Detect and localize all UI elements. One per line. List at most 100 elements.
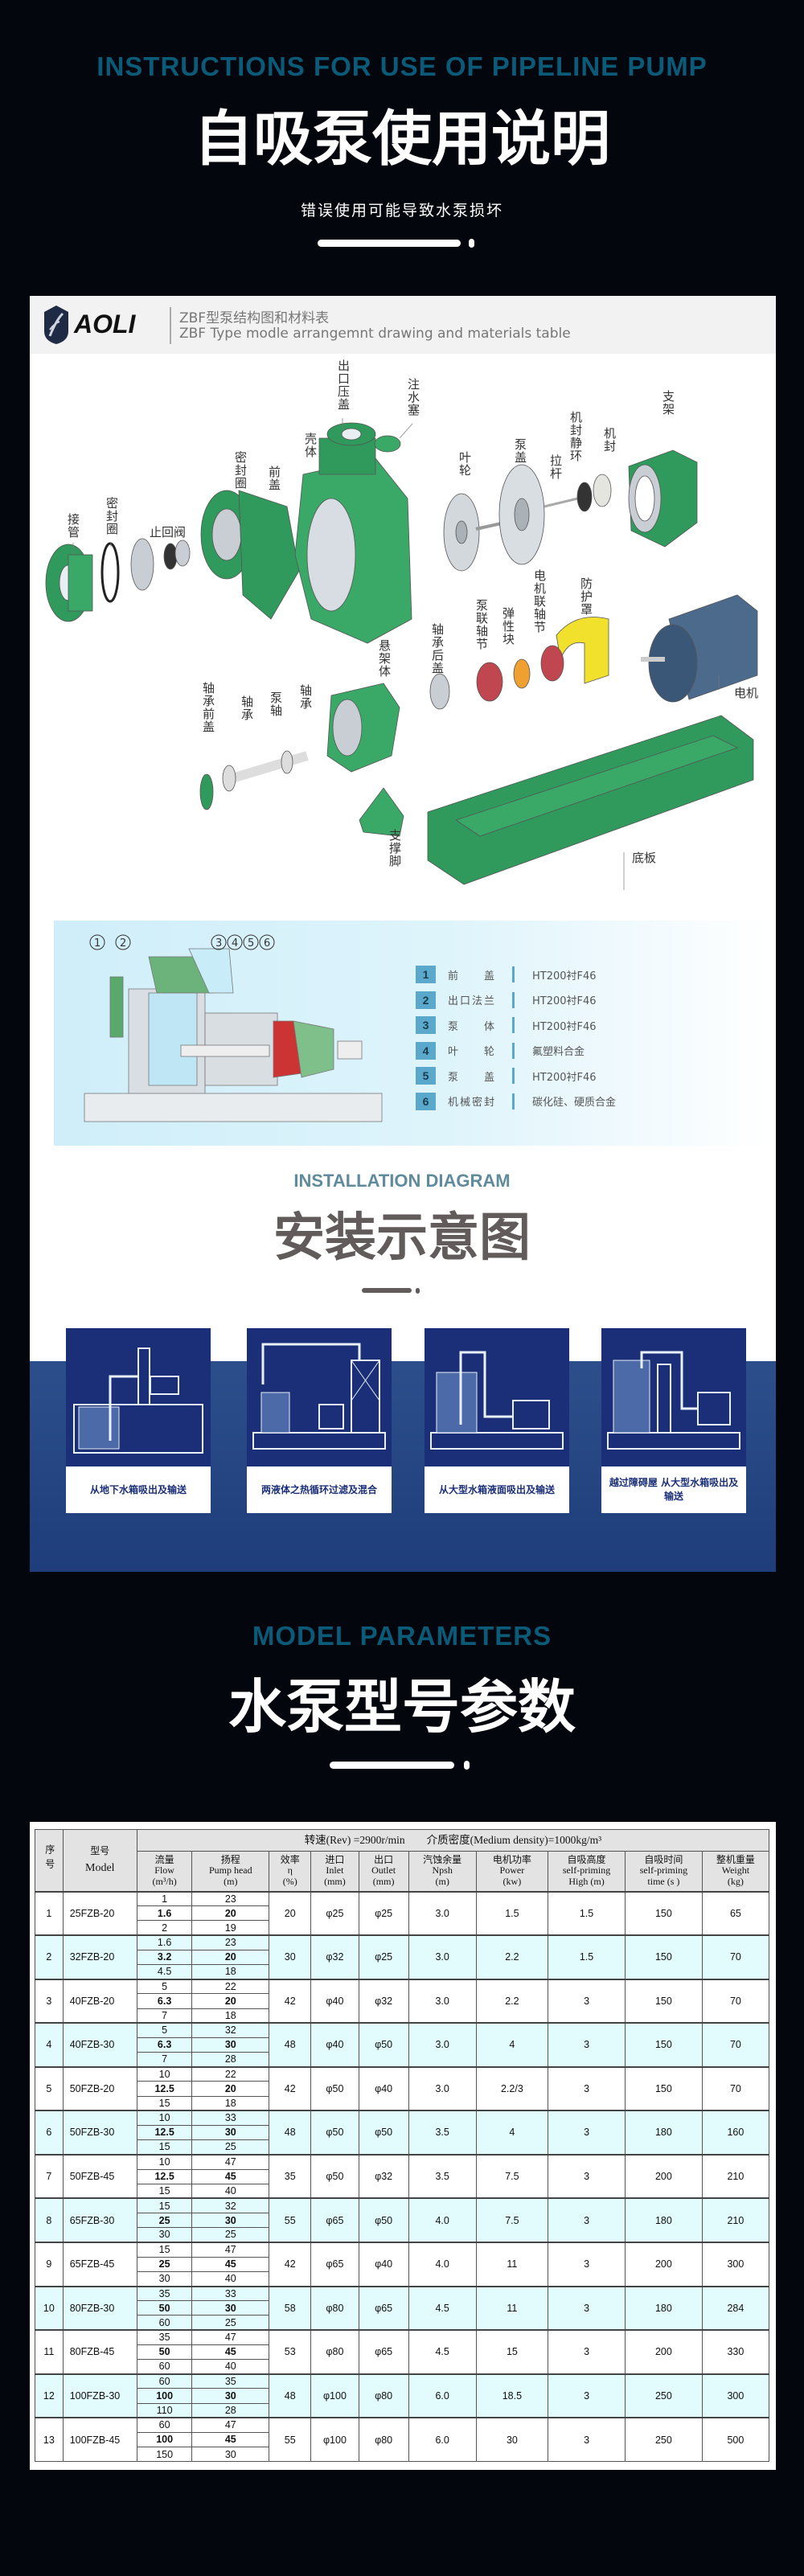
cell-flow: 2 <box>136 1920 193 1936</box>
header-title-en: INSTRUCTIONS FOR USE OF PIPELINE PUMP <box>96 51 708 81</box>
column-header-unit: time (s ) <box>647 1876 680 1888</box>
label-bearing-1: 轴承 <box>240 695 254 721</box>
cell-inlet: φ40 <box>310 1979 359 2024</box>
column-header-cn: 电机功率 <box>492 1853 531 1865</box>
cell-flow: 3.2 <box>136 1949 193 1965</box>
cell-head: 22 <box>191 1979 270 1995</box>
header-conditions: 转速(Rev) =2900r/min 介质密度(Medium density)=… <box>136 1829 770 1852</box>
cell-time: 200 <box>624 2154 703 2199</box>
cell-head: 23 <box>191 1934 270 1950</box>
column-header-cn: 出口 <box>374 1853 394 1865</box>
label-frame-body: 悬架体 <box>377 639 392 678</box>
cell-flow: 60 <box>136 2315 193 2331</box>
cell-inlet: φ40 <box>310 2022 359 2068</box>
part-number-badge: 4 <box>416 1041 436 1060</box>
part-material: HT200衬F46 <box>532 970 597 982</box>
header-divider-dot <box>469 239 474 248</box>
part-name: 出口法兰 <box>448 995 497 1007</box>
cell-eff: 55 <box>269 2417 312 2463</box>
cell-outlet: φ25 <box>358 1934 409 1980</box>
part-number-badge: 5 <box>416 1067 436 1085</box>
cell-head: 33 <box>191 2110 270 2127</box>
cell-head: 32 <box>191 2022 270 2038</box>
cell-flow: 150 <box>136 2447 193 2463</box>
cell-high: 3 <box>548 2197 626 2243</box>
cell-no: 5 <box>35 2066 64 2111</box>
cell-weight: 65 <box>701 1891 770 1936</box>
installation-caption: 从大型水箱液面吸出及输送 <box>425 1466 569 1513</box>
cell-outlet: φ32 <box>358 2154 409 2199</box>
callout-1: 1 <box>89 934 105 950</box>
cell-flow: 50 <box>136 2344 193 2361</box>
cell-head: 30 <box>191 2037 270 2053</box>
cell-eff: 20 <box>269 1891 312 1936</box>
cell-no: 2 <box>35 1934 64 1980</box>
cell-head: 35 <box>191 2373 270 2389</box>
cell-head: 28 <box>191 2402 270 2418</box>
cell-inlet: φ32 <box>310 1934 359 1980</box>
cell-eff: 48 <box>269 2022 312 2068</box>
cell-no: 10 <box>35 2286 64 2331</box>
label-guard: 防护罩 <box>579 577 593 616</box>
cell-flow: 4.5 <box>136 1963 193 1980</box>
cell-head: 47 <box>191 2329 270 2345</box>
cell-head: 18 <box>191 2008 270 2024</box>
cell-power: 4 <box>475 2022 549 2068</box>
column-header-cn: 效率 <box>280 1853 300 1865</box>
cell-high: 3 <box>548 1979 626 2024</box>
cell-head: 45 <box>191 2256 270 2272</box>
cell-time: 150 <box>624 1934 703 1980</box>
cell-flow: 12.5 <box>136 2081 193 2097</box>
label-pump-shaft: 泵轴 <box>269 691 283 717</box>
column-header-unit: (%) <box>282 1876 297 1888</box>
cell-head: 25 <box>191 2315 270 2331</box>
label-bearing-front-cover: 轴承前盖 <box>201 682 215 733</box>
cell-no: 6 <box>35 2110 64 2156</box>
callout-2: 2 <box>115 934 131 950</box>
column-header-en: Pump head <box>208 1864 252 1877</box>
cell-flow: 10 <box>136 2154 193 2170</box>
label-motor-coupling: 电机联轴节 <box>532 569 547 634</box>
part-separator <box>512 1017 515 1033</box>
cell-inlet: φ80 <box>310 2286 359 2331</box>
cell-inlet: φ65 <box>310 2197 359 2243</box>
parameters-divider-dot <box>464 1761 470 1770</box>
cell-power: 11 <box>475 2286 549 2331</box>
cell-flow: 12.5 <box>136 2124 193 2141</box>
cell-power: 7.5 <box>475 2154 549 2199</box>
cell-flow: 10 <box>136 2110 193 2127</box>
cell-weight: 70 <box>701 2022 770 2068</box>
column-header-unit: (m) <box>435 1876 449 1888</box>
cell-inlet: φ50 <box>310 2110 359 2156</box>
cell-time: 150 <box>624 1979 703 2024</box>
cell-flow: 25 <box>136 2213 193 2229</box>
aoli-logo-text: AOLI <box>74 310 136 338</box>
cell-head: 30 <box>191 2124 270 2141</box>
label-base-plate: 底板 <box>632 851 657 865</box>
parameters-title-en: MODEL PARAMETERS <box>252 1621 552 1651</box>
cell-flow: 5 <box>136 2022 193 2038</box>
cell-weight: 160 <box>701 2110 770 2156</box>
cell-weight: 210 <box>701 2154 770 2199</box>
cell-head: 32 <box>191 2197 270 2214</box>
installation-divider <box>362 1288 412 1293</box>
cell-model: 50FZB-20 <box>62 2066 137 2111</box>
cell-weight: 500 <box>701 2417 770 2463</box>
label-seal-static-ring: 机封静环 <box>568 411 583 462</box>
cell-flow: 5 <box>136 1979 193 1995</box>
cell-flow: 25 <box>136 2256 193 2272</box>
cell-high: 1.5 <box>548 1891 626 1936</box>
column-header-en: Npsh <box>432 1864 453 1877</box>
